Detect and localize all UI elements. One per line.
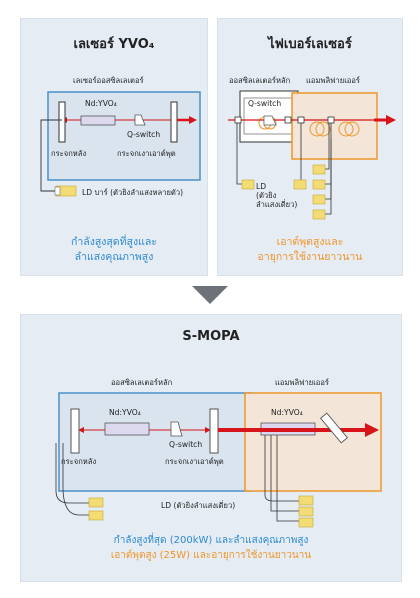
- fiber-ld-label: LD (ตัวยิง ลำแสงเดี่ยว): [256, 182, 297, 209]
- yvo4-note-line-1: กำลังสูงสุดที่สูงและ: [71, 236, 157, 248]
- smopa-ld-chip-amp-1: [298, 495, 314, 506]
- fiber-ld-label-line-3: ลำแสงเดี่ยว): [256, 200, 298, 209]
- fiber-amplifier-label: แอมพลิฟายเออร์: [306, 76, 361, 85]
- fiber-ld-chip-4: [312, 194, 326, 205]
- yvo4-qswitch-label: Q-switch: [127, 130, 161, 139]
- fiber-oscillator-label: ออสซิลเลเตอร์หลัก: [229, 76, 291, 85]
- smopa-ld-lead-osc-2: [62, 443, 89, 516]
- qswitch-element: [134, 114, 146, 126]
- smopa-oscillator-label: ออสซิลเลเตอร์หลัก: [111, 378, 173, 387]
- smopa-fold-mirror: [320, 412, 348, 444]
- smopa-oscillator-box: [58, 392, 254, 492]
- smopa-note-line-2: เอาต์พุตสูง (25W) และอายุการใช้งานยาวนาน: [110, 550, 312, 561]
- fiber-title: ไฟเบอร์เลเซอร์: [268, 37, 352, 52]
- fiber-qswitch-label: Q-switch: [248, 99, 282, 108]
- fiber-ld-chip-3: [312, 179, 326, 190]
- fiber-amplifier-box: [291, 92, 378, 160]
- smopa-qswitch-label: Q-switch: [169, 440, 203, 449]
- yvo4-ld-label: LD บาร์ (ตัวยิงลำแสงหลายตัว): [82, 188, 184, 197]
- smopa-output-arrow: [365, 423, 379, 437]
- crystal-rod: [80, 115, 116, 126]
- fiber-marker-2: [284, 116, 292, 124]
- fiber-ld-label-line-2: (ตัวยิง: [256, 191, 277, 200]
- fiber-coil-amp-3: [338, 121, 354, 137]
- ld-bar-tab: [54, 186, 61, 196]
- smopa-output-mirror-label: กระจกเงาเอาต์พุต: [165, 457, 224, 466]
- yvo4-oscillator-label: เลเซอร์ออสซิลเลเตอร์: [73, 76, 144, 85]
- yvo4-note-line-2: ลำแสงคุณภาพสูง: [74, 251, 154, 263]
- yvo4-rear-mirror-label: กระจกหลัง: [51, 149, 87, 158]
- output-mirror: [170, 101, 178, 143]
- smopa-ld-lead-osc-1: [55, 443, 89, 504]
- smopa-rear-mirror-label: กระจกหลัง: [61, 457, 97, 466]
- fiber-ld-chip-osc: [241, 179, 255, 190]
- smopa-note: กำลังสูงที่สุด (200kW) และลำแสงคุณภาพสูง…: [21, 533, 401, 563]
- fiber-note-line-1: เอาต์พุตสูงและ: [276, 236, 344, 248]
- smopa-ld-chip-amp-2: [298, 506, 314, 517]
- smopa-panel: S-MOPA ออสซิลเลเตอร์หลัก แอมพลิฟายเออร์ …: [20, 314, 402, 582]
- smopa-amplifier-label: แอมพลิฟายเออร์: [275, 378, 330, 387]
- smopa-ld-lead-amp-3: [276, 435, 299, 522]
- fiber-ld-label-line-1: LD: [256, 182, 267, 191]
- smopa-crystal-label: Nd:YVO₄: [109, 408, 141, 417]
- yvo4-crystal-label: Nd:YVO₄: [85, 99, 117, 108]
- fiber-qswitch-element: [263, 115, 277, 126]
- output-beam-arrow: [189, 116, 197, 124]
- fiber-ld-chip-5: [312, 209, 326, 220]
- smopa-amplifier-box: [244, 392, 382, 492]
- fiber-ld-chip-1: [293, 179, 307, 190]
- fiber-coil-amp-1: [309, 121, 325, 137]
- yvo4-title: เลเซอร์ YVO₄: [73, 37, 155, 52]
- fiber-note: เอาต์พุตสูงและ อายุการใช้งานยาวนาน: [218, 235, 402, 265]
- fiber-coil-amp-2: [315, 121, 331, 137]
- smopa-ld-chip-osc-1: [88, 497, 104, 508]
- fiber-marker-4: [327, 116, 335, 124]
- smopa-qswitch-element: [170, 421, 183, 437]
- smopa-output-mirror: [209, 408, 219, 454]
- smopa-note-line-1: กำลังสูงที่สุด (200kW) และลำแสงคุณภาพสูง: [113, 535, 309, 546]
- yvo4-note: กำลังสูงสุดที่สูงและ ลำแสงคุณภาพสูง: [21, 235, 207, 265]
- fiber-ld-lead-osc: [236, 123, 244, 185]
- fiber-schematic: [228, 90, 396, 220]
- yvo4-output-mirror-label: กระจกเงาเอาต์พุต: [117, 149, 176, 158]
- smopa-title: S-MOPA: [182, 329, 240, 344]
- smopa-ld-label: LD (ตัวยิงลำแสงเดี่ยว): [161, 501, 236, 510]
- smopa-cavity-arrow-right: [205, 427, 211, 433]
- smopa-crystal-rod: [104, 422, 150, 436]
- fiber-output-arrow: [386, 115, 396, 125]
- smopa-ld-chip-osc-2: [88, 510, 104, 521]
- down-arrow-icon: [192, 286, 228, 304]
- smopa-rear-mirror: [70, 408, 80, 454]
- rear-mirror: [58, 101, 66, 143]
- smopa-amp-crystal-label: Nd:YVO₄: [271, 408, 303, 417]
- fiber-ld-chip-2: [312, 164, 326, 175]
- yvo4-laser-panel: เลเซอร์ YVO₄ เลเซอร์ออสซิลเลเตอร์ Nd:YVO…: [20, 18, 208, 276]
- smopa-schematic: [55, 392, 382, 528]
- fiber-marker-1: [234, 116, 242, 124]
- fiber-coil-amp-4: [344, 121, 360, 137]
- smopa-ld-lead-amp-2: [270, 435, 299, 512]
- ld-lead-wire: [40, 119, 62, 192]
- smopa-ld-lead-amp-1: [264, 435, 299, 502]
- yvo4-schematic: [40, 91, 201, 197]
- smopa-ld-chip-amp-3: [298, 517, 314, 528]
- fiber-marker-3: [297, 116, 305, 124]
- fiber-note-line-2: อายุการใช้งานยาวนาน: [257, 251, 363, 263]
- fiber-laser-panel: ไฟเบอร์เลเซอร์ ออสซิลเลเตอร์หลัก แอมพลิฟ…: [217, 18, 403, 276]
- smopa-cavity-arrow-left: [78, 427, 84, 433]
